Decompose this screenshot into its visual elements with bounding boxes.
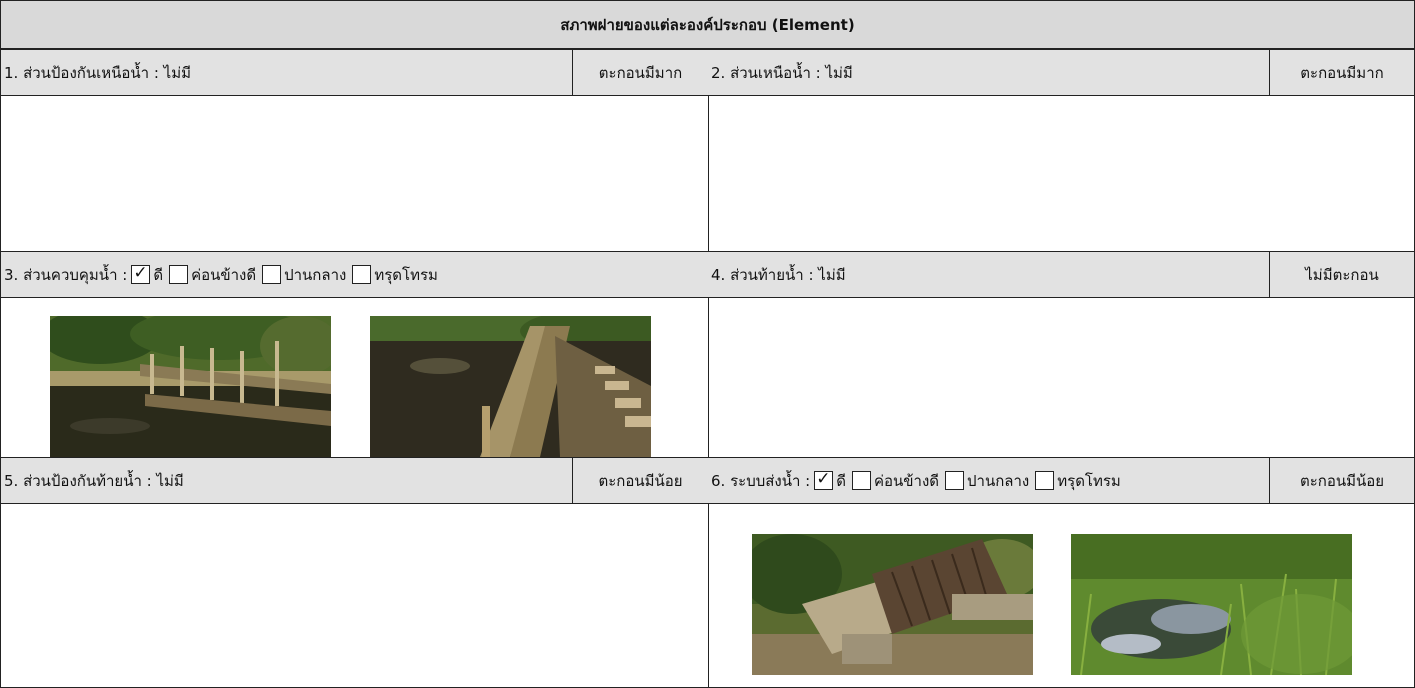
section-6-status: ตะกอนมีน้อย [1269,458,1414,503]
section-5-status: ตะกอนมีน้อย [572,458,708,503]
column-divider [708,49,709,688]
section-2-header: 2. ส่วนเหนือน้ำ : ไม่มี ตะกอนมีมาก [708,49,1414,96]
option-label: ทรุดโทรม [1057,471,1121,490]
section-6-option-deteriorated[interactable]: ทรุดโทรม [1035,469,1121,493]
section-1-header: 1. ส่วนป้องกันเหนือน้ำ : ไม่มี ตะกอนมีมา… [1,49,708,96]
section-4-status: ไม่มีตะกอน [1269,252,1414,297]
section-3-option-fairly-good[interactable]: ค่อนข้างดี [169,263,256,287]
option-label: ปานกลาง [967,471,1030,490]
checkbox-checked[interactable] [131,263,151,284]
section-6-photo-2 [1071,534,1352,675]
option-label: ดี [153,265,164,284]
section-2-status: ตะกอนมีมาก [1269,50,1414,95]
section-6-option-moderate[interactable]: ปานกลาง [945,469,1029,493]
option-label: ค่อนข้างดี [191,265,257,284]
section-6-label-prefix: 6. ระบบส่งน้ำ : [711,471,811,490]
option-label: ทรุดโทรม [374,265,438,284]
section-2-label: 2. ส่วนเหนือน้ำ : ไม่มี [711,63,853,82]
checkbox[interactable] [1035,471,1055,490]
section-3-option-moderate[interactable]: ปานกลาง [262,263,346,287]
section-6-option-fairly-good[interactable]: ค่อนข้างดี [851,469,940,493]
section-3-label: 3. ส่วนควบคุมน้ำ : ดี ค่อนข้างดี ปานกลาง… [1,263,440,287]
checkbox[interactable] [945,471,965,490]
sheet-title: สภาพฝายของแต่ละองค์ประกอบ (Element) [1,1,1414,49]
checkbox[interactable] [262,265,282,284]
section-3-option-good[interactable]: ดี [131,263,163,287]
section-1-status: ตะกอนมีมาก [572,50,708,95]
section-6-option-good[interactable]: ดี [814,469,846,493]
section-3-header: 3. ส่วนควบคุมน้ำ : ดี ค่อนข้างดี ปานกลาง… [1,251,708,298]
section-6-label: 6. ระบบส่งน้ำ : ดี ค่อนข้างดี ปานกลาง ทร… [708,469,1123,493]
section-4-label: 4. ส่วนท้ายน้ำ : ไม่มี [711,265,846,284]
section-1-label: 1. ส่วนป้องกันเหนือน้ำ : ไม่มี [4,63,191,82]
sheet-title-text: สภาพฝายของแต่ละองค์ประกอบ (Element) [560,15,855,34]
section-4-header: 4. ส่วนท้ายน้ำ : ไม่มี ไม่มีตะกอน [708,251,1414,298]
section-3-label-prefix: 3. ส่วนควบคุมน้ำ : [4,265,128,284]
section-3-photo-2 [370,316,651,457]
section-3-option-deteriorated[interactable]: ทรุดโทรม [352,263,438,287]
section-5-header: 5. ส่วนป้องกันท้ายน้ำ : ไม่มี ตะกอนมีน้อ… [1,457,708,504]
checkbox[interactable] [169,265,189,284]
section-5-label: 5. ส่วนป้องกันท้ายน้ำ : ไม่มี [4,471,184,490]
section-3-photo-1 [50,316,331,457]
option-label: ปานกลาง [284,265,347,284]
option-label: ดี [836,471,846,490]
checkbox[interactable] [851,471,871,490]
checkbox[interactable] [352,265,372,284]
section-6-photo-1 [752,534,1033,675]
section-6-header: 6. ระบบส่งน้ำ : ดี ค่อนข้างดี ปานกลาง ทร… [708,457,1414,504]
option-label: ค่อนข้างดี [873,471,940,490]
checkbox-checked[interactable] [814,469,834,490]
